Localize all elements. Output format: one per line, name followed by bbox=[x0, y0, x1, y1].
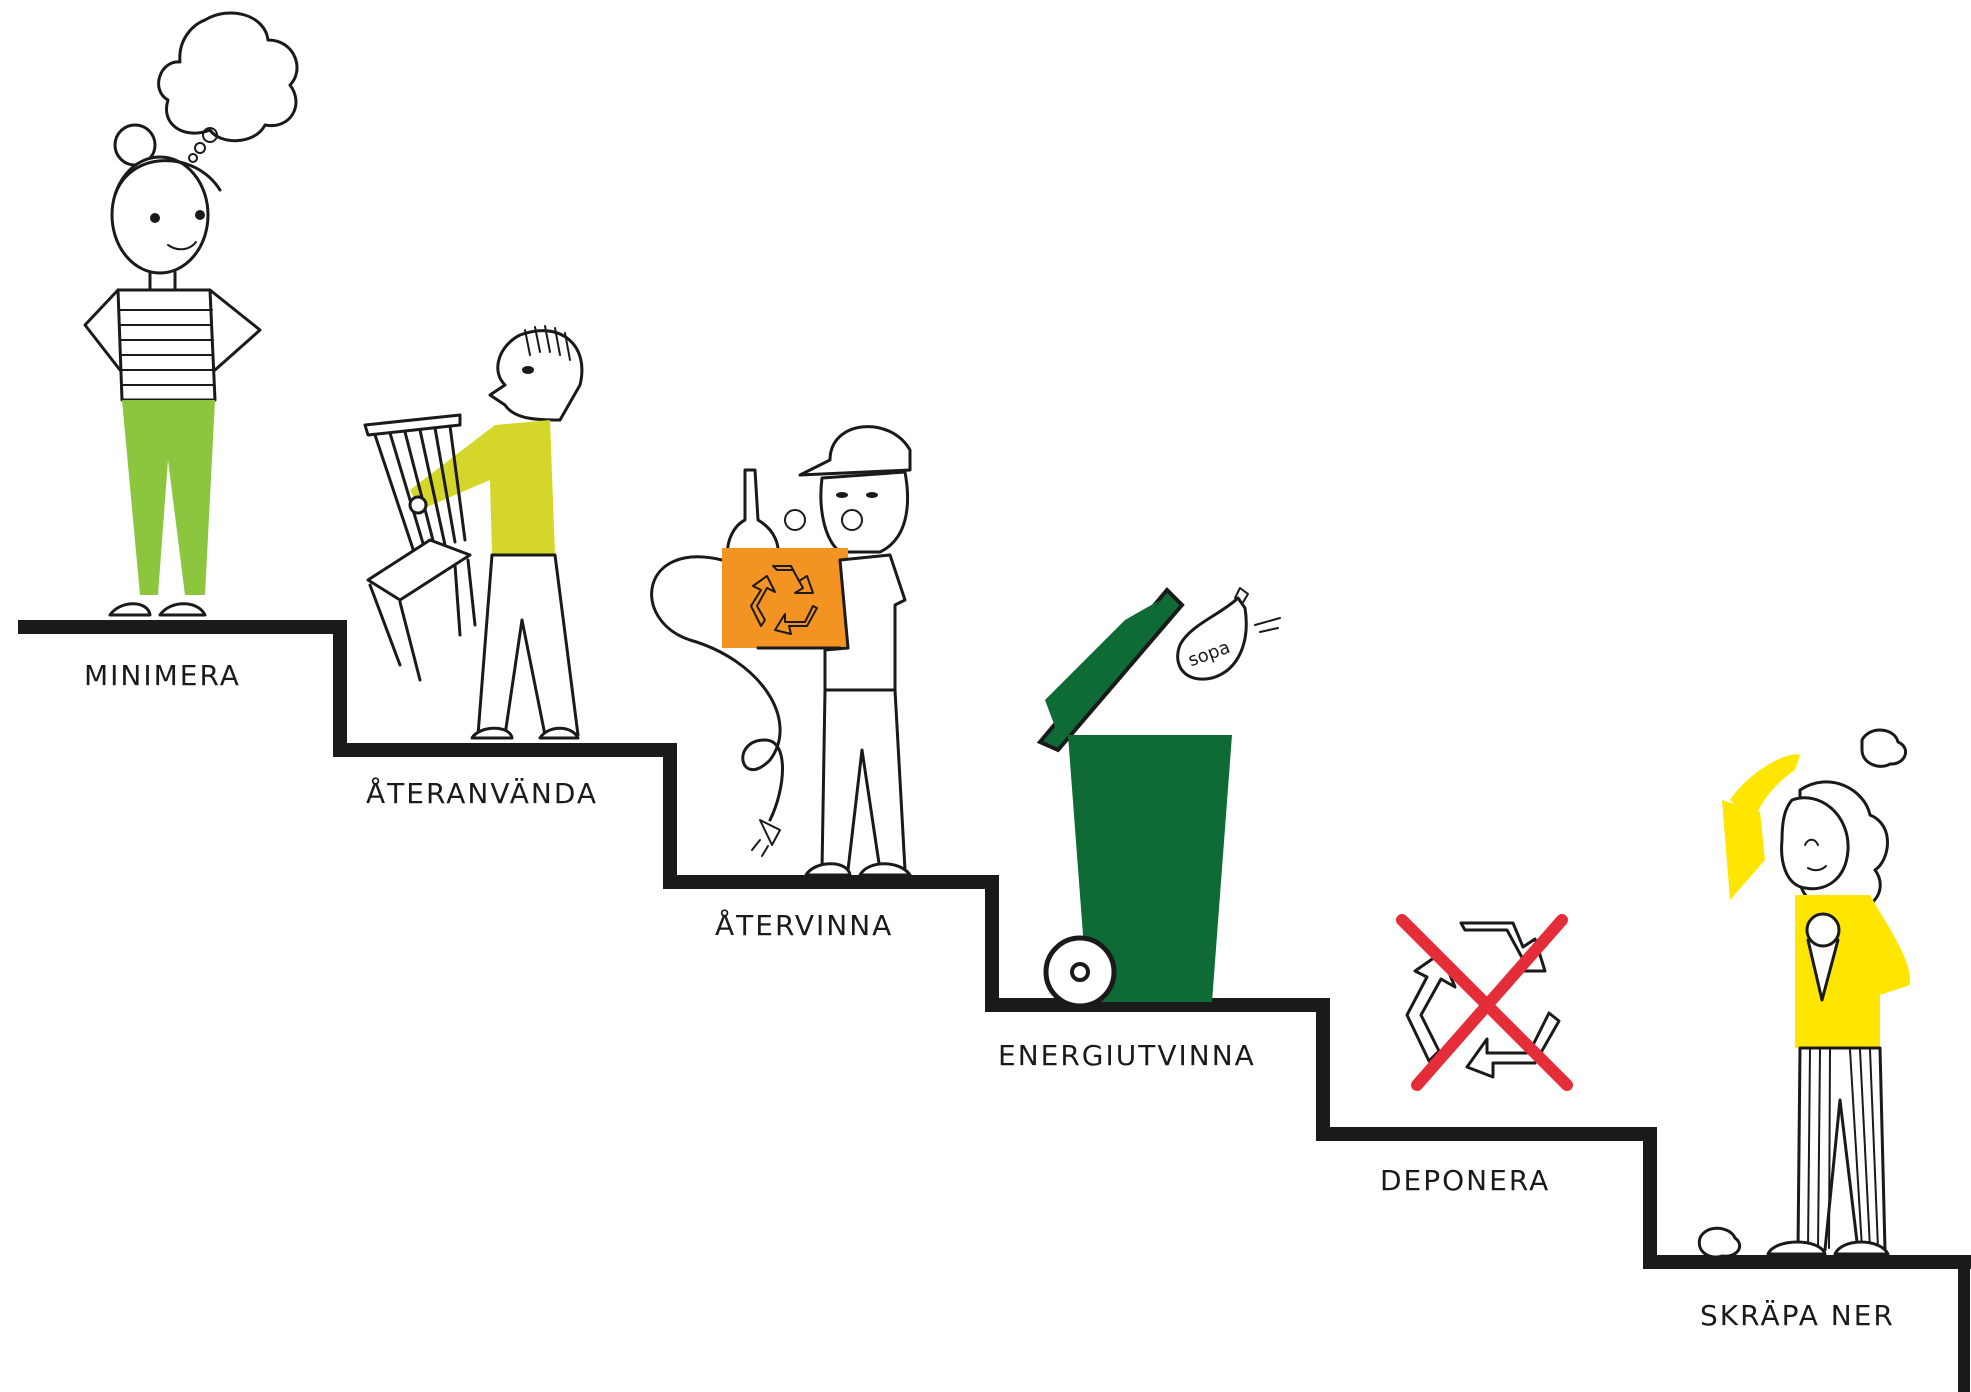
litter-icon bbox=[1699, 1228, 1739, 1257]
figure-atervinna-man bbox=[652, 427, 910, 875]
step-label-ateranvanda: ÅTERANVÄNDA bbox=[366, 776, 598, 810]
garbage-bag-icon: sopa bbox=[1178, 588, 1280, 679]
thought-cloud-icon bbox=[159, 13, 297, 141]
step-label-minimera: MINIMERA bbox=[84, 659, 241, 692]
figure-ateranvanda-man bbox=[365, 326, 582, 738]
litter-icon bbox=[1862, 730, 1906, 766]
green-pants bbox=[122, 400, 215, 595]
figure-minimera-woman bbox=[85, 13, 297, 615]
crossed-recycle-icon bbox=[1402, 920, 1567, 1085]
step-label-skrapa-ner: SKRÄPA NER bbox=[1700, 1299, 1895, 1332]
step-label-energiutvinna: ENERGIUTVINNA bbox=[998, 1039, 1256, 1072]
staircase-line bbox=[18, 627, 1971, 1262]
step-label-atervinna: ÅTERVINNA bbox=[715, 908, 893, 942]
figure-skrapa-ner-woman bbox=[1699, 730, 1910, 1257]
step-label-deponera: DEPONERA bbox=[1380, 1164, 1550, 1197]
